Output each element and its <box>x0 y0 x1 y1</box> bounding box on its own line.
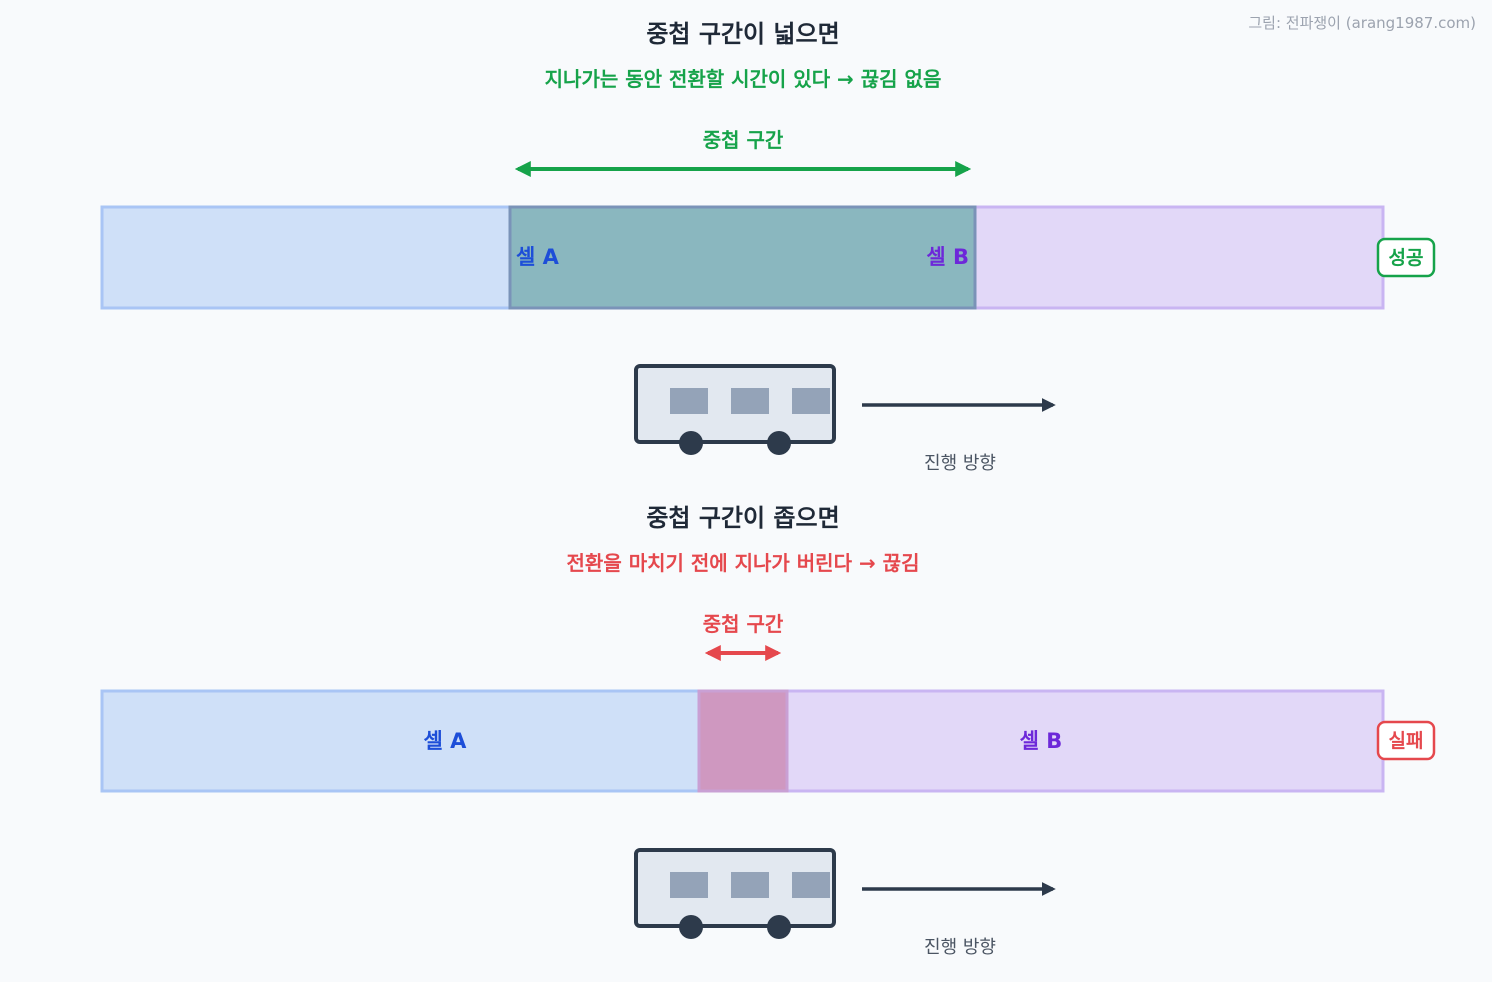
credit-text: 그림: 전파쟁이 (arang1987.com) <box>1248 14 1476 32</box>
narrow-failure-badge: 실패 <box>1376 720 1436 761</box>
wide-direction-label: 진행 방향 <box>924 453 996 474</box>
wide-success-badge-text: 성공 <box>1389 247 1424 269</box>
narrow-cell-a-label: 셀 A <box>424 729 468 753</box>
narrow-overlap-label: 중첩 구간 <box>703 612 784 636</box>
narrow-cell-b-band <box>697 689 1385 793</box>
wide-overlap-label: 중첩 구간 <box>703 128 784 152</box>
narrow-overlap-section: 중첩 구간이 좁으면 전환을 마치기 전에 지나가 버린다 → 끊김 중첩 구간… <box>100 504 1436 958</box>
bus-icon <box>634 364 836 455</box>
narrow-subtitle: 전환을 마치기 전에 지나가 버린다 → 끊김 <box>567 551 920 575</box>
bus-icon <box>634 848 836 939</box>
wide-cell-b-label: 셀 B <box>926 245 969 269</box>
narrow-title: 중첩 구간이 좁으면 <box>646 504 839 532</box>
narrow-cell-b-label: 셀 B <box>1020 729 1063 753</box>
wide-overlap-region <box>508 205 977 310</box>
wide-success-badge: 성공 <box>1376 237 1436 278</box>
wide-cell-a-label: 셀 A <box>516 245 560 269</box>
narrow-direction-label: 진행 방향 <box>924 937 996 958</box>
narrow-failure-badge-text: 실패 <box>1389 730 1424 752</box>
narrow-overlap-region <box>697 689 789 793</box>
wide-overlap-section: 중첩 구간이 넓으면 지나가는 동안 전환할 시간이 있다 → 끊김 없음 중첩… <box>100 20 1436 474</box>
narrow-cell-a-band <box>100 689 789 793</box>
wide-title: 중첩 구간이 넓으면 <box>646 20 839 48</box>
wide-subtitle: 지나가는 동안 전환할 시간이 있다 → 끊김 없음 <box>545 67 942 91</box>
